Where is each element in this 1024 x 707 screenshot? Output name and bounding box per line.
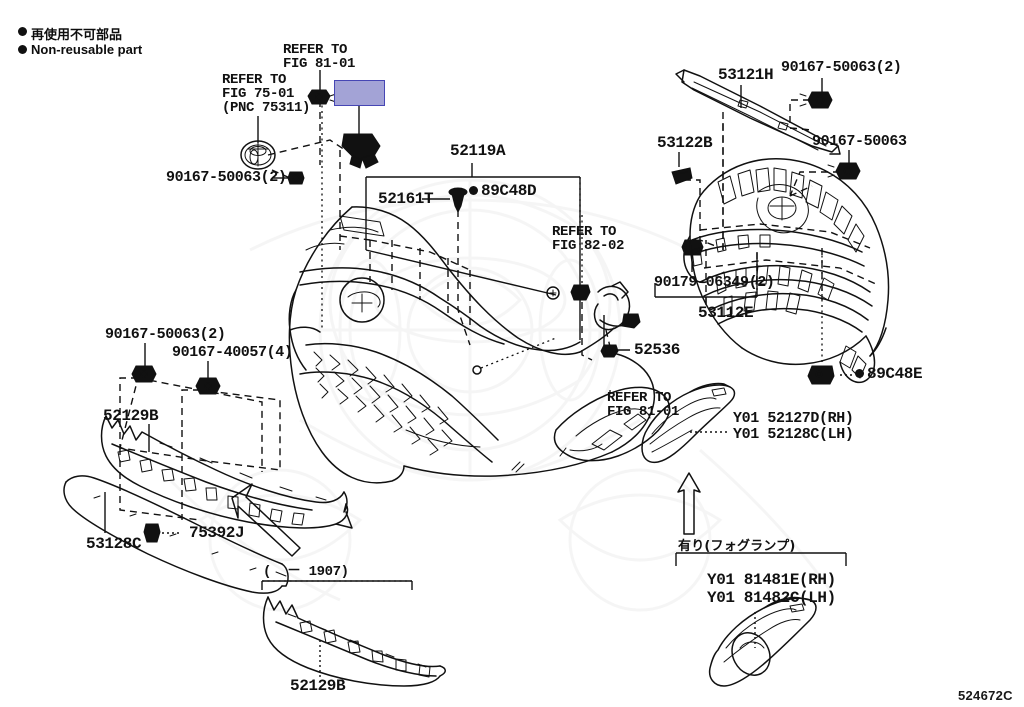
part-52129b-upper: 52129B (103, 407, 159, 425)
selection-highlight-box[interactable] (334, 80, 385, 106)
ref-fig-81-01-mid-line2: FIG 81-01 (607, 404, 680, 420)
figure-code: 524672C (958, 688, 1013, 703)
part-90167-40057-4: 90167-40057(4) (172, 344, 293, 361)
ref-fig-81-01-mid-line1: REFER TO (607, 390, 672, 406)
part-89c48d: 89C48D (481, 182, 537, 200)
ref-fig-82-02-line2: FIG 82-02 (552, 238, 625, 254)
part-90167-50063-2-grille: 90167-50063(2) (781, 59, 902, 76)
bracket-part-shape (341, 133, 381, 169)
part-90167-50063-2-emblem: 90167-50063(2) (166, 169, 287, 186)
nonreusable-bullet-jp (18, 27, 27, 36)
part-y01-52127d-rh: Y01 52127D(RH) (733, 410, 854, 427)
part-53128c: 53128C (86, 535, 142, 553)
part-53121h: 53121H (718, 66, 774, 84)
part-52129b-lower: 52129B (290, 677, 346, 695)
part-89c48e: 89C48E (867, 365, 923, 383)
ref-fig-75-01-line3: (PNC 75311) (222, 100, 311, 116)
part-y01-52128c-lh: Y01 52128C(LH) (733, 426, 854, 443)
part-53122b: 53122B (657, 134, 713, 152)
part-53112e: 53112E (698, 304, 754, 322)
nonreusable-bullet-89c48d (469, 186, 478, 195)
part-90179-06349-2: 90179-06349(2) (654, 274, 775, 291)
part-90167-50063: 90167-50063 (812, 133, 907, 150)
ref-fig-81-01-top-line1: REFER TO (283, 42, 348, 58)
nonreusable-bullet-89c48e (855, 369, 864, 378)
part-52536: 52536 (634, 341, 681, 359)
toyota-emblem-shape (240, 140, 276, 170)
date-range-note: ( － 1907) (263, 564, 349, 580)
legend-english: Non-reusable part (31, 42, 143, 57)
part-52119a: 52119A (450, 142, 506, 160)
legend-japanese: 再使用不可部品 (31, 28, 123, 43)
ref-fig-75-01-line1: REFER TO (222, 72, 287, 88)
fog-lamp-note-japanese: 有り(フォグランプ) (678, 539, 796, 554)
part-y01-81481e-rh: Y01 81481E(RH) (707, 571, 836, 589)
ref-fig-81-01-top-line2: FIG 81-01 (283, 56, 356, 72)
nonreusable-bullet-en (18, 45, 27, 54)
part-y01-81482c-lh: Y01 81482C(LH) (707, 589, 836, 607)
ref-fig-75-01-line2: FIG 75-01 (222, 86, 295, 102)
part-75392j: 75392J (189, 524, 245, 542)
part-90167-50063-2-lower: 90167-50063(2) (105, 326, 226, 343)
ref-fig-82-02-line1: REFER TO (552, 224, 617, 240)
part-52161t: 52161T (378, 190, 434, 208)
